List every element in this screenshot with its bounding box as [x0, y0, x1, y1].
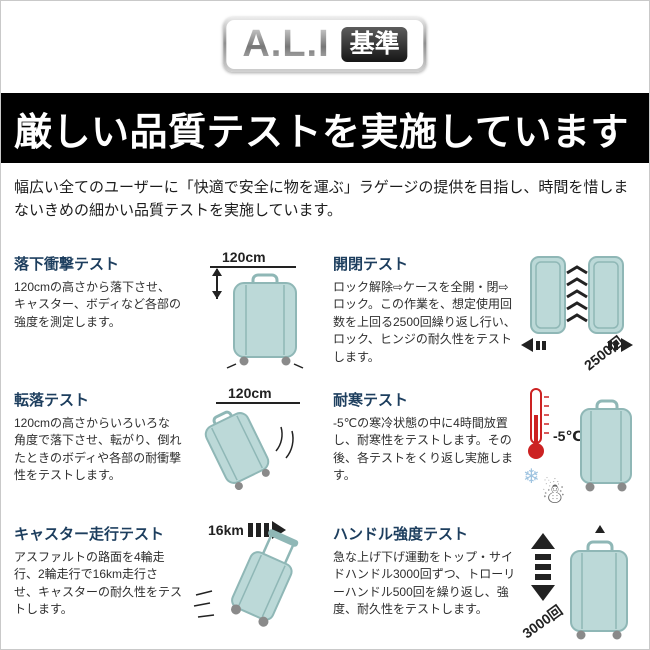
caster-test-illustration: 16km: [182, 519, 324, 647]
test-card-tumble: 転落テスト 120cmの高さからいろいろな角度で落下させ、転がり、倒れたときのボ…: [14, 385, 319, 509]
test-title: 開閉テスト: [333, 256, 409, 273]
handle-count-label: 3000回: [519, 602, 565, 641]
test-grid: 落下衝撃テスト 120cmの高さから落下させ、キャスター、ボディなど各部の強度を…: [14, 249, 638, 647]
snowman-icon: ☃: [541, 477, 566, 509]
standard-badge: 基準: [341, 27, 408, 62]
test-description: アスファルトの路面を4輪走行、2輪走行で16km走行させ、キャスターの耐久性をテ…: [14, 550, 183, 617]
drop-height-label: 120cm: [222, 249, 266, 265]
test-description: 120cmの高さからいろいろな角度で落下させ、転がり、倒れたときのボディや各部の…: [14, 416, 182, 483]
test-description: -5℃の寒冷状態の中に4時間放置し、耐寒性をテストします。その後、各テストをくり…: [333, 416, 514, 483]
thermometer-icon: [527, 388, 549, 459]
headline-banner: 厳しい品質テストを実施しています: [1, 93, 649, 163]
test-title: 耐寒テスト: [333, 392, 409, 409]
test-card-handle-strength: ハンドル強度テスト 急な上げ下げ運動をトップ・サイドハンドル3000回ずつ、トロ…: [333, 519, 638, 647]
temperature-label: -5℃: [553, 428, 582, 444]
test-title: キャスター走行テスト: [14, 526, 165, 543]
test-card-cold-resistance: 耐寒テスト -5℃の寒冷状態の中に4時間放置し、耐寒性をテストします。その後、各…: [333, 385, 638, 509]
logo-metallic-frame: A.L.I 基準: [223, 17, 427, 72]
tumble-test-illustration: 120cm: [182, 385, 319, 509]
tumble-height-label: 120cm: [228, 385, 272, 401]
snowflake-icon: ❄: [523, 466, 540, 488]
cold-test-illustration: -5℃ ❄ ☃: [517, 385, 638, 509]
test-title: ハンドル強度テスト: [333, 526, 469, 543]
ali-standard-logo: A.L.I 基準: [223, 17, 427, 72]
intro-text: 幅広い全てのユーザーに「快適で安全に物を運ぶ」ラゲージの提供を目指し、時間を惜し…: [14, 179, 629, 220]
test-card-open-close: 開閉テスト ロック解除⇨ケースを全開・閉⇨ロック。この作業を、想定使用回数を上回…: [333, 249, 638, 375]
test-description: ロック解除⇨ケースを全開・閉⇨ロック。この作業を、想定使用回数を上回る2500回…: [333, 280, 516, 364]
up-down-arrow-icon: [530, 533, 555, 601]
handle-test-illustration: 3000回: [517, 519, 638, 647]
drop-test-illustration: 120cm: [182, 249, 319, 375]
test-title: 落下衝撃テスト: [14, 256, 120, 273]
test-card-caster-run: キャスター走行テスト アスファルトの路面を4輪走行、2輪走行で16km走行させ、…: [14, 519, 319, 647]
test-description: 急な上げ下げ運動をトップ・サイドハンドル3000回ずつ、トローリーハンドル500…: [333, 550, 516, 617]
brand-name: A.L.I: [242, 23, 330, 65]
test-description: 120cmの高さから落下させ、キャスター、ボディなど各部の強度を測定します。: [14, 280, 182, 329]
open-close-test-illustration: 2500回: [517, 249, 638, 375]
page-title: 厳しい品質テストを実施しています: [14, 111, 629, 154]
distance-label: 16km: [208, 522, 244, 538]
test-card-drop-impact: 落下衝撃テスト 120cmの高さから落下させ、キャスター、ボディなど各部の強度を…: [14, 249, 319, 375]
test-title: 転落テスト: [14, 392, 90, 409]
open-close-count-label: 2500回: [580, 333, 625, 373]
